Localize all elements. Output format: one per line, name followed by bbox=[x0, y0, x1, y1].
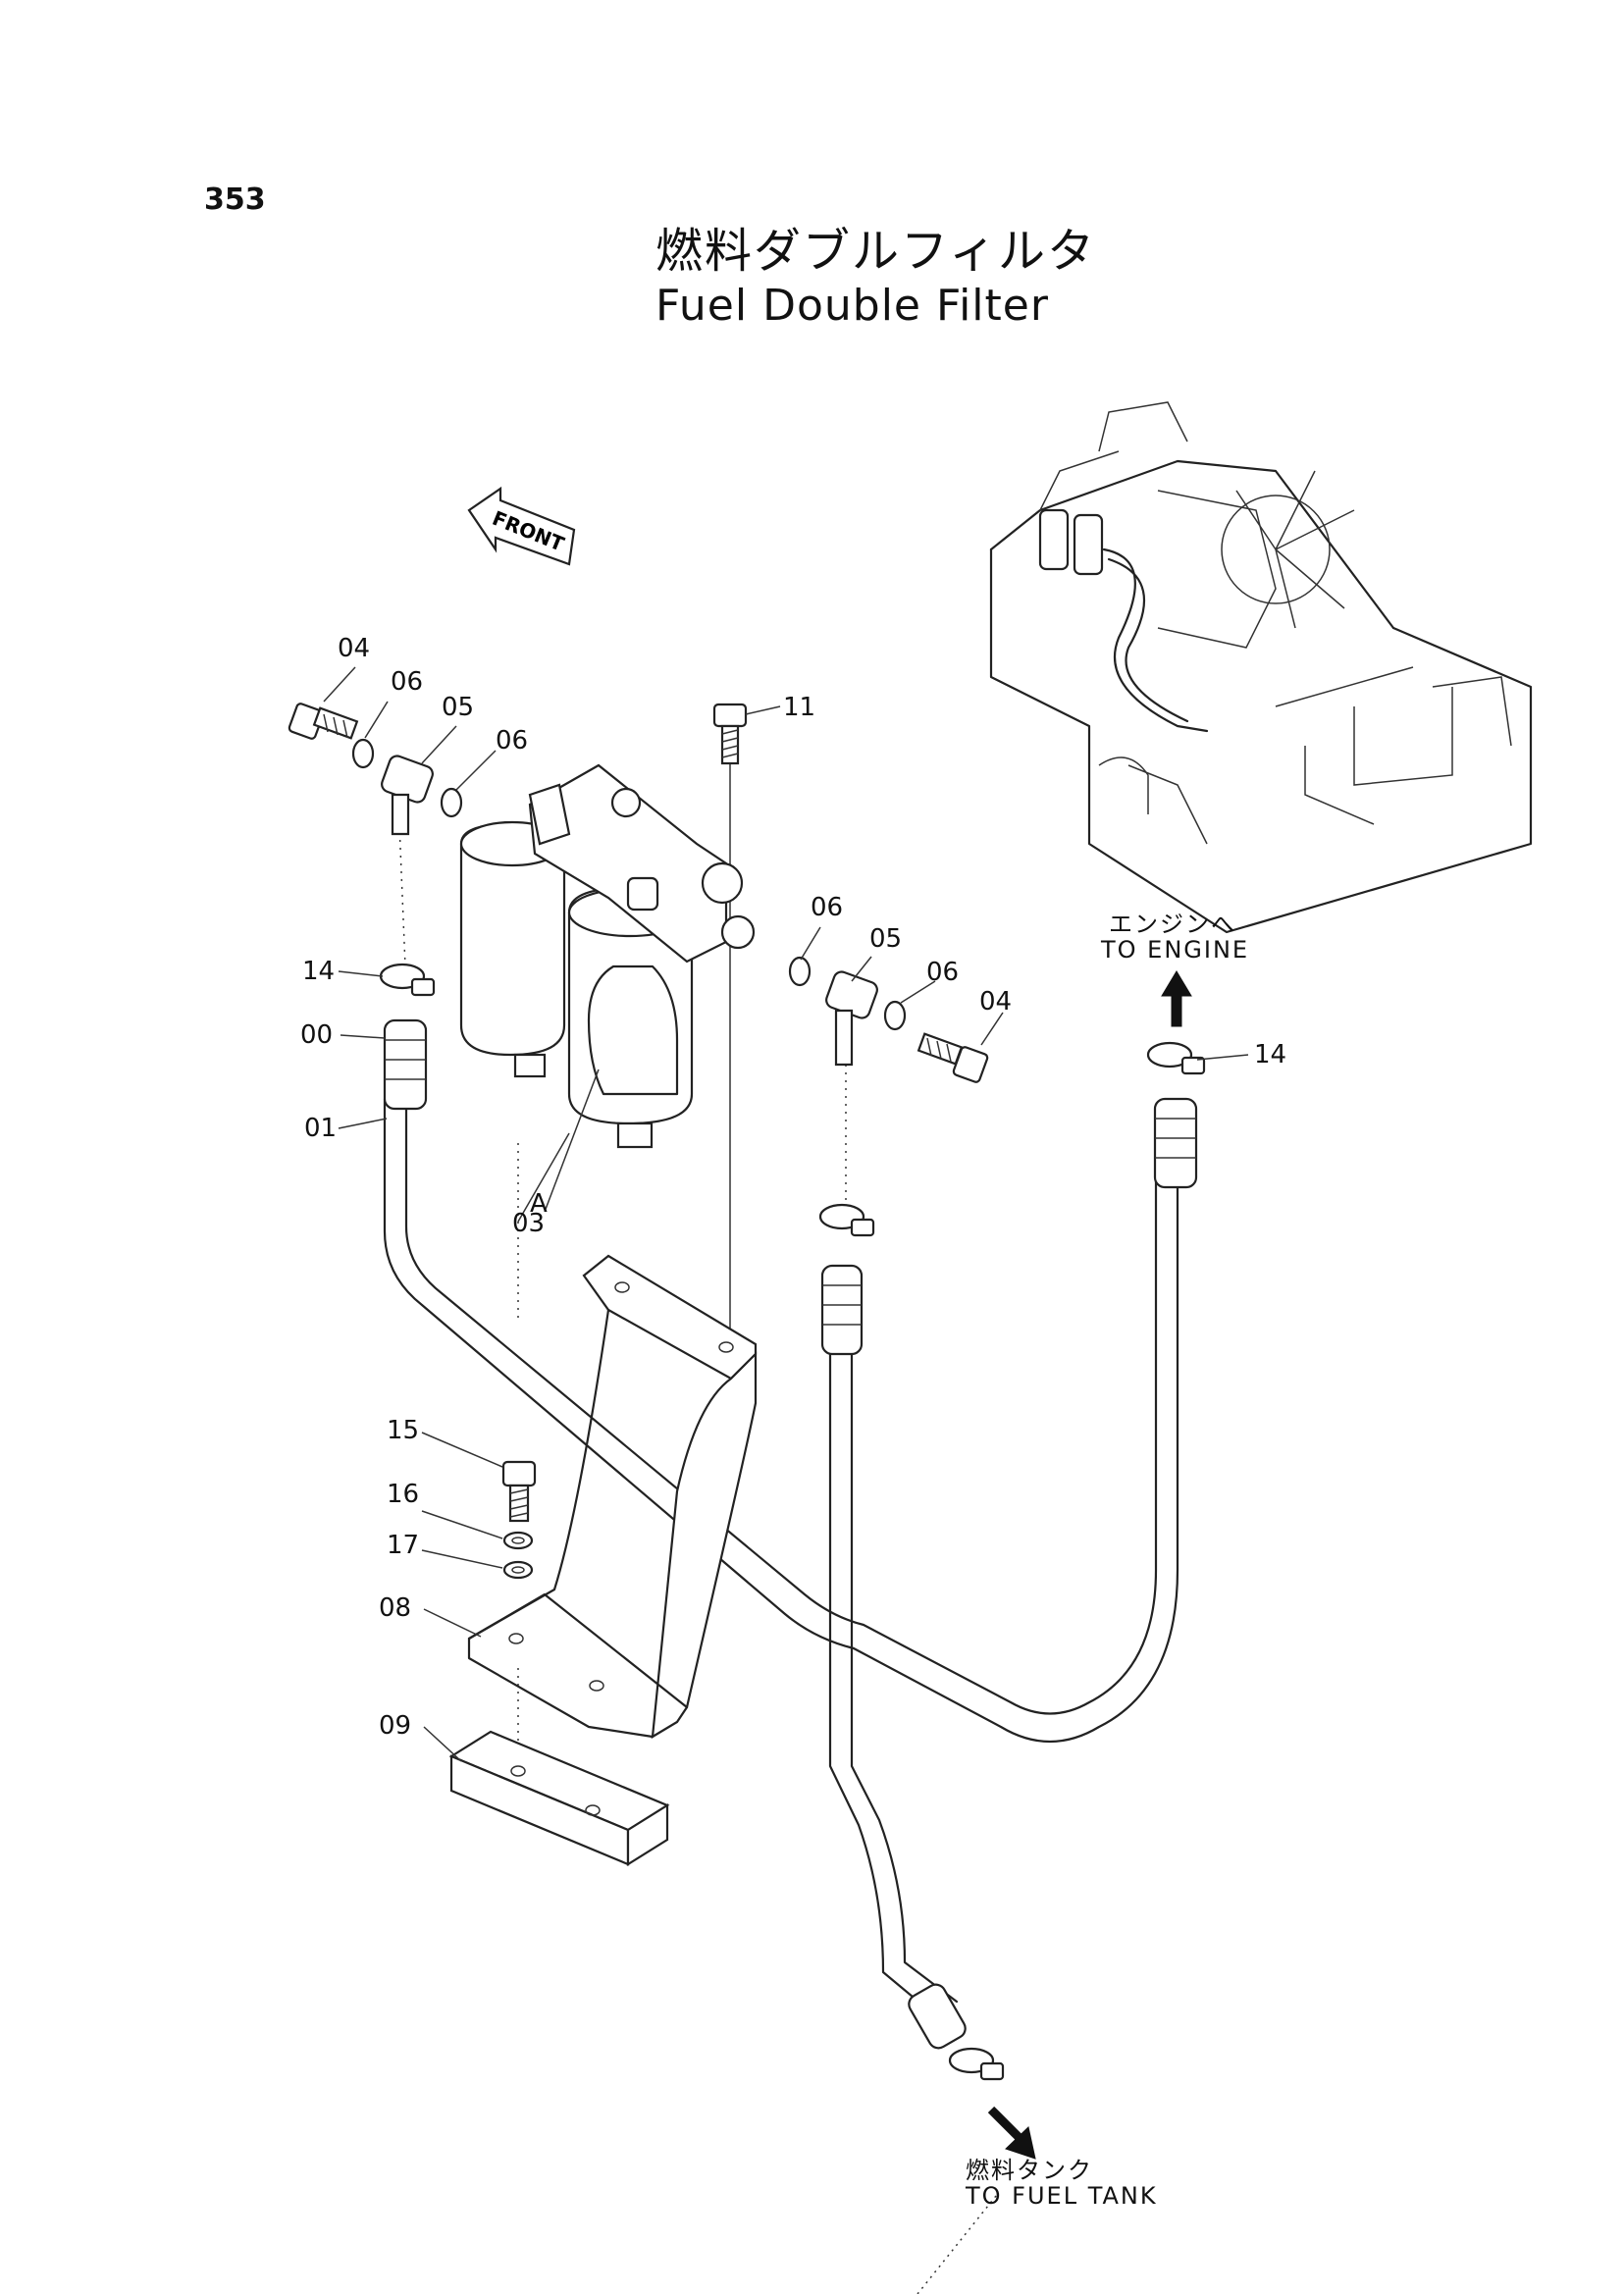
hose-clamps bbox=[379, 963, 1206, 2081]
to-fuel-tank-arrow-icon bbox=[987, 2106, 1036, 2160]
to-fuel-tank-label-ja: 燃料タンク bbox=[966, 2157, 1093, 2184]
callout-06-left-a: 06 bbox=[391, 667, 424, 697]
front-arrow-icon: FRONT bbox=[467, 486, 576, 566]
callout-05-left: 05 bbox=[442, 693, 475, 722]
callout-00: 00 bbox=[300, 1020, 334, 1050]
to-fuel-tank-label-en: TO FUEL TANK bbox=[966, 2182, 1158, 2210]
callout-04-right: 04 bbox=[979, 987, 1013, 1017]
callout-16: 16 bbox=[387, 1480, 420, 1509]
right-banjo-parts bbox=[788, 956, 989, 1083]
mounting-bracket bbox=[467, 1254, 758, 1740]
callout-06-right-b: 06 bbox=[926, 958, 960, 987]
to-engine-label-en: TO ENGINE bbox=[1101, 936, 1250, 964]
callout-06-left-b: 06 bbox=[496, 726, 529, 756]
spacer-block bbox=[448, 1730, 670, 1866]
callout-11: 11 bbox=[783, 693, 816, 722]
callout-08: 08 bbox=[379, 1593, 412, 1623]
callout-15: 15 bbox=[387, 1416, 420, 1445]
top-bolt bbox=[712, 703, 748, 765]
callout-14-left: 14 bbox=[302, 957, 336, 986]
callout-14-right: 14 bbox=[1254, 1040, 1287, 1069]
callout-A: A bbox=[530, 1189, 548, 1219]
title-english: Fuel Double Filter bbox=[655, 281, 1049, 331]
double-filter-assembly bbox=[459, 763, 756, 1149]
title-japanese: 燃料ダブルフィルタ bbox=[655, 224, 1097, 279]
left-banjo-parts bbox=[288, 703, 463, 836]
callout-01: 01 bbox=[304, 1114, 338, 1143]
callout-17: 17 bbox=[387, 1531, 420, 1560]
bracket-bolt-set bbox=[501, 1460, 537, 1580]
callout-leaders bbox=[323, 666, 1249, 2294]
callout-03: 03 bbox=[512, 1209, 546, 1238]
fuel-hose bbox=[383, 1097, 1179, 2023]
callout-06-right-a: 06 bbox=[811, 893, 844, 922]
hose-fittings bbox=[383, 1018, 1198, 2050]
callout-09: 09 bbox=[379, 1711, 412, 1741]
to-engine-arrow-icon bbox=[1161, 970, 1192, 1027]
assembly-leader-lines bbox=[398, 746, 847, 1747]
engine-location-inset bbox=[989, 401, 1533, 934]
to-engine-label-ja: エンジンへ bbox=[1109, 911, 1236, 938]
callout-04-left: 04 bbox=[338, 634, 371, 663]
page-number: 353 bbox=[204, 182, 266, 217]
callout-05-right: 05 bbox=[869, 924, 903, 954]
